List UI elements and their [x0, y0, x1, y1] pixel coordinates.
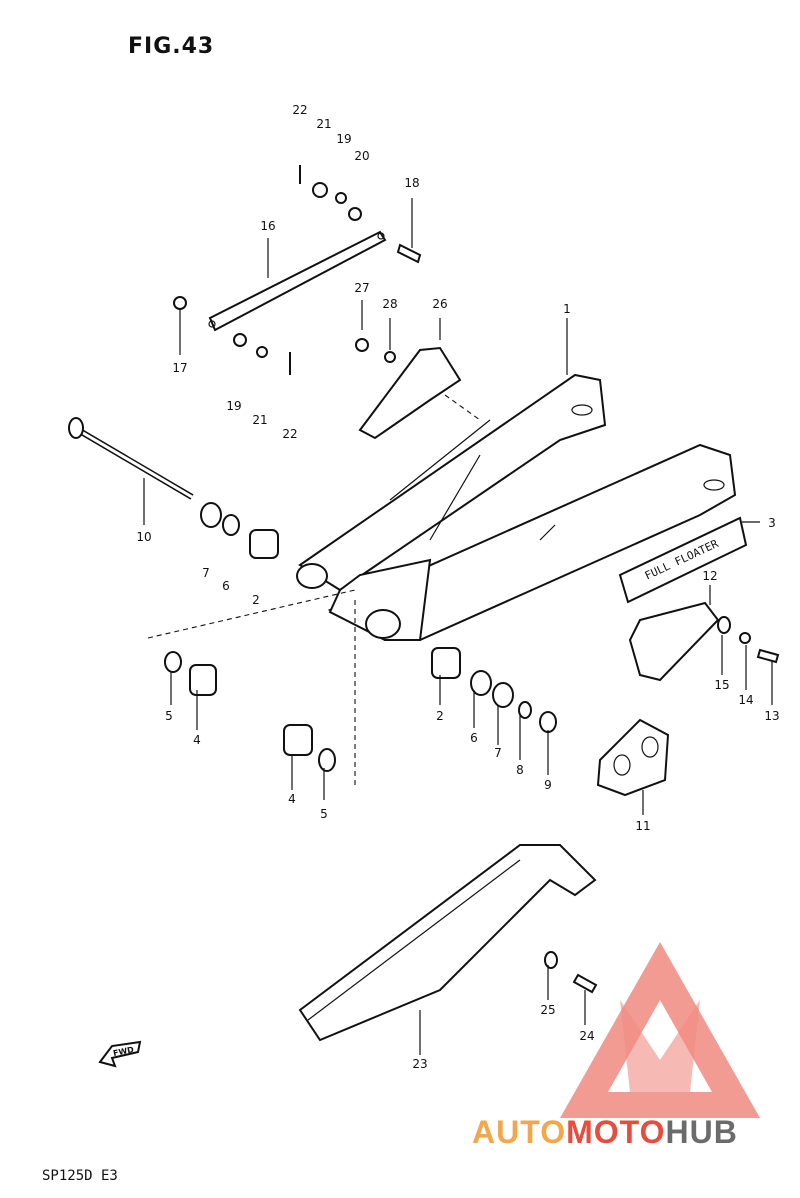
chain-adjuster-bracket [628, 601, 720, 682]
fwd-label: FWD [112, 1045, 135, 1058]
callout-27: 27 [354, 281, 369, 295]
leader-lines [143, 198, 773, 1055]
callout-labels: 1 2 2 3 4 4 5 5 6 6 7 7 8 9 10 11 12 13 … [136, 103, 779, 1071]
callout-9: 9 [544, 778, 552, 792]
callout-6: 6 [470, 731, 478, 745]
callout-20: 20 [354, 149, 369, 163]
callout-22: 22 [282, 427, 297, 441]
callout-15: 15 [714, 678, 729, 692]
fasteners [173, 165, 780, 994]
callout-4: 4 [193, 733, 201, 747]
watermark-brand: AUTOMOTOHUB [472, 1114, 738, 1151]
callout-12: 12 [702, 569, 717, 583]
bushings-and-washers [164, 502, 557, 772]
callout-2: 2 [436, 709, 444, 723]
callout-13: 13 [764, 709, 779, 723]
brand-part-auto: AUTO [472, 1114, 567, 1150]
pivot-shaft [68, 417, 194, 500]
callout-1: 1 [563, 302, 571, 316]
callout-6: 6 [222, 579, 230, 593]
watermark-logo [560, 942, 760, 1118]
brand-part-hub: HUB [665, 1114, 738, 1150]
callout-5: 5 [165, 709, 173, 723]
model-code: SP125D E3 [42, 1168, 118, 1184]
callout-2: 2 [252, 593, 260, 607]
callout-11: 11 [635, 819, 650, 833]
callout-4: 4 [288, 792, 296, 806]
chain-case [298, 844, 597, 1042]
callout-21: 21 [316, 117, 331, 131]
callout-7: 7 [202, 566, 210, 580]
chain-buffer [596, 718, 670, 797]
chain-guard-bracket [358, 346, 462, 440]
rear-torque-link [208, 230, 387, 332]
callout-3: 3 [768, 516, 776, 530]
callout-17: 17 [172, 361, 187, 375]
callout-22: 22 [292, 103, 307, 117]
callout-5: 5 [320, 807, 328, 821]
swing-arm [296, 373, 737, 641]
callout-18: 18 [404, 176, 419, 190]
callout-25: 25 [540, 1003, 555, 1017]
callout-10: 10 [136, 530, 151, 544]
figure-title: FIG.43 [128, 34, 215, 59]
callout-8: 8 [516, 763, 524, 777]
callout-19: 19 [336, 132, 351, 146]
callout-21: 21 [252, 413, 267, 427]
callout-14: 14 [738, 693, 753, 707]
callout-16: 16 [260, 219, 275, 233]
forward-arrow-icon: FWD [98, 1040, 142, 1068]
callout-28: 28 [382, 297, 397, 311]
callout-24: 24 [579, 1029, 594, 1043]
callout-7: 7 [494, 746, 502, 760]
callout-19: 19 [226, 399, 241, 413]
callout-23: 23 [412, 1057, 427, 1071]
callout-26: 26 [432, 297, 447, 311]
brand-part-moto: MOTO [566, 1114, 666, 1150]
